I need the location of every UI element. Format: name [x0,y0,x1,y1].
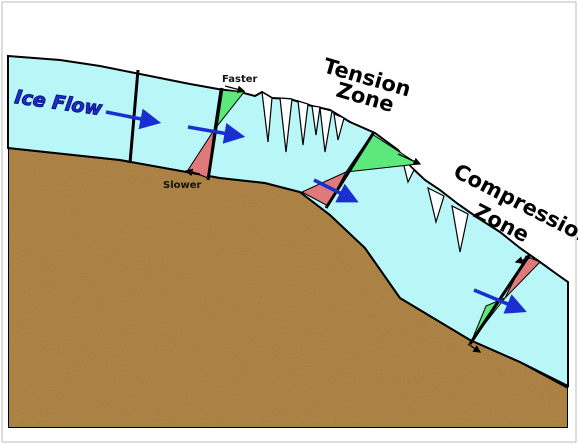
faster-label: Faster [222,74,258,85]
flow-arrows [105,108,527,314]
flow-arrow-icon [313,178,359,203]
flow-arrow-icon [187,122,246,144]
velocity-arrow-icon [224,85,246,94]
flow-arrow-icon [105,108,162,130]
velocity-arrow-icon [397,153,422,165]
velocity-arrow-icon [184,168,201,177]
velocity-arrow-icon [467,343,482,353]
velocity-arrow-icon [514,256,531,264]
flow-arrow-icon [473,288,527,314]
crevasses-compression [400,156,469,253]
slower-label: Slower [163,180,202,191]
crevasses-tension [261,90,345,153]
velocity-profile-1 [184,85,246,181]
